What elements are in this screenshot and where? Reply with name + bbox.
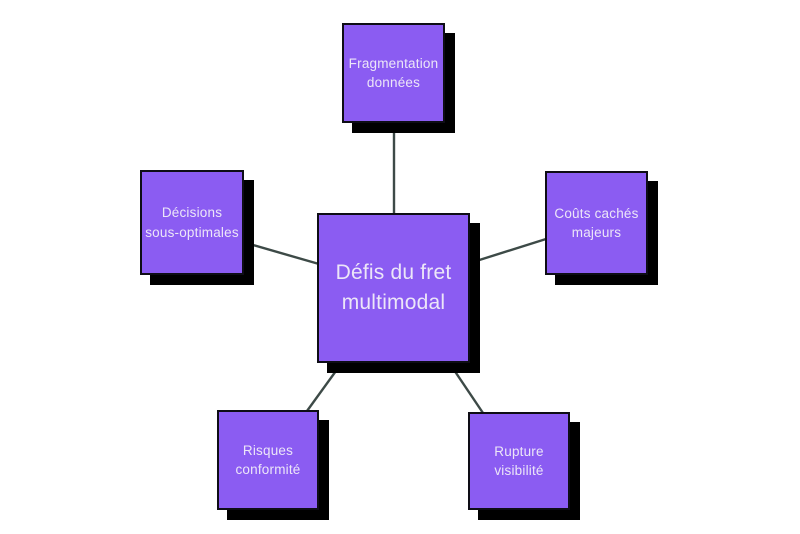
node-rupture-visibilite: Rupture visibilité (468, 412, 570, 510)
node-couts-caches-majeurs: Coûts cachés majeurs (545, 171, 648, 275)
node-label: Fragmentation données (348, 55, 439, 90)
connector-center-to-bottom-right (449, 363, 484, 414)
node-risques-conformite: Risques conformité (217, 410, 319, 510)
node-label: Décisions sous-optimales (145, 205, 239, 240)
node-fragmentation-donnees: Fragmentation données (342, 23, 445, 123)
connector-center-to-bottom-left (306, 363, 342, 412)
node-label: Risques conformité (235, 442, 301, 477)
node-decisions-sous-optimales: Décisions sous-optimales (140, 170, 244, 275)
node-label: Défis du fret multimodal (335, 260, 452, 314)
node-label: Rupture visibilité (494, 443, 544, 478)
node-defis-fret-multimodal: Défis du fret multimodal (317, 213, 470, 363)
node-label: Coûts cachés majeurs (554, 205, 639, 240)
connector-center-to-left (245, 241, 320, 266)
connector-center-to-right (472, 237, 547, 264)
